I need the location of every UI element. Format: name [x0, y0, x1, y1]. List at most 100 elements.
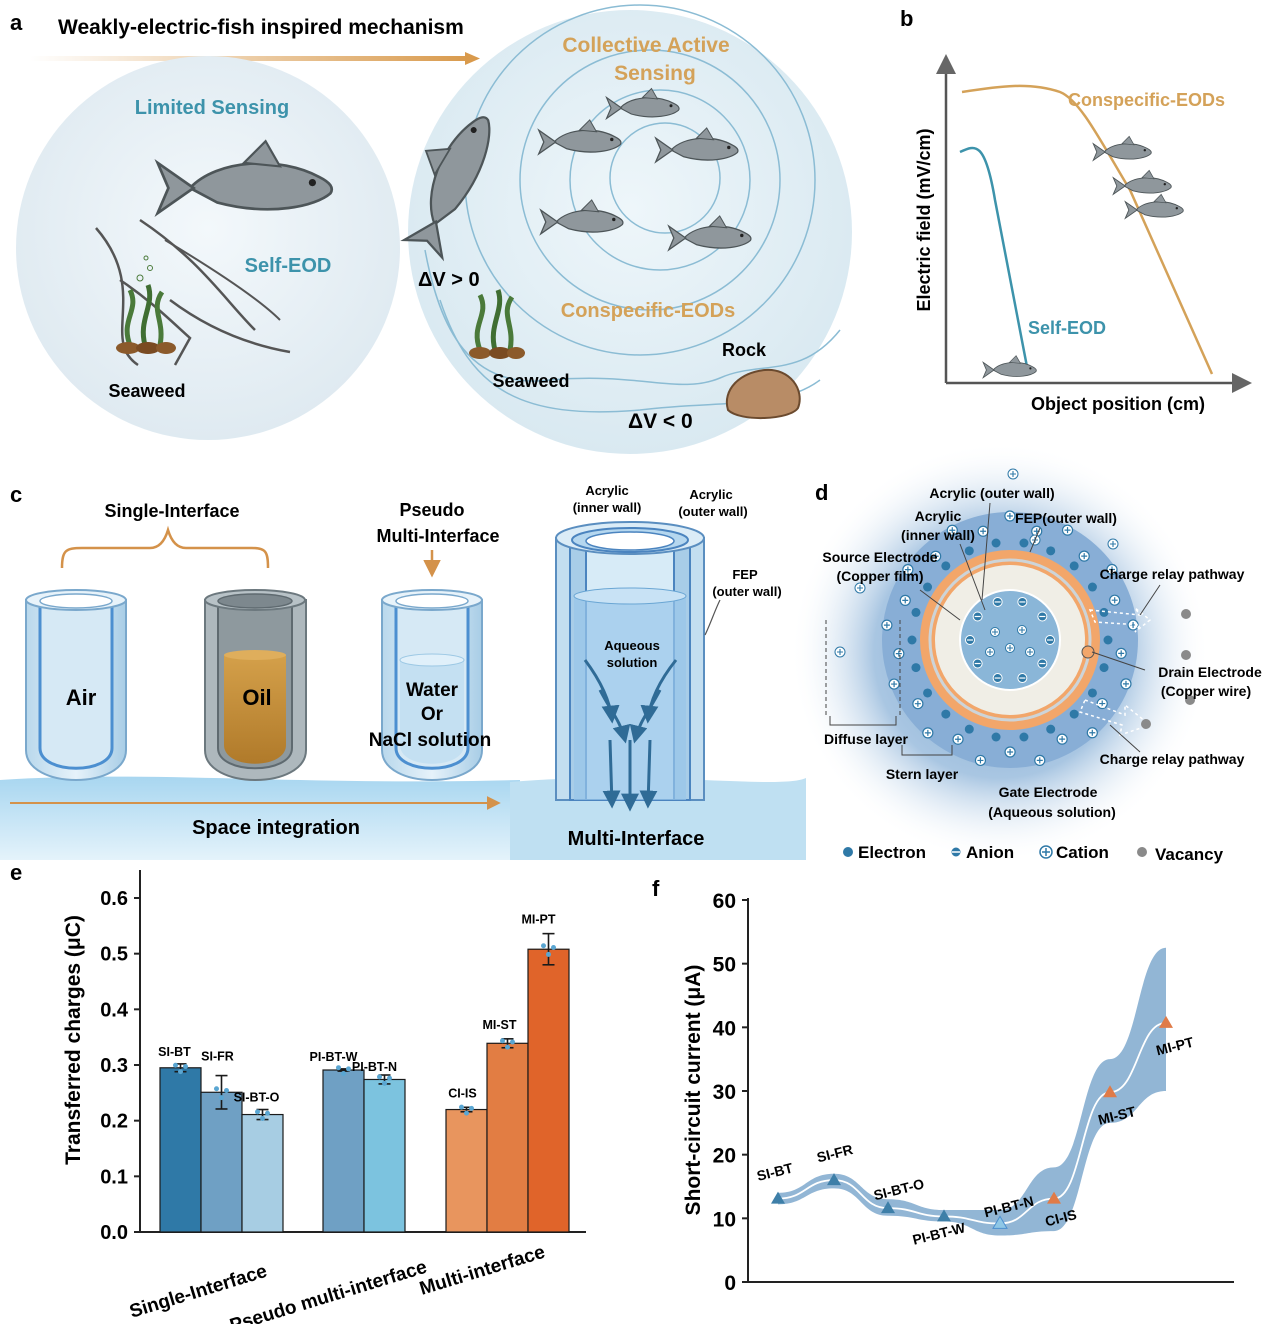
f-marker [1103, 1085, 1117, 1098]
d-particles [834, 468, 1139, 767]
electron-dot [964, 724, 974, 734]
field-line [164, 239, 281, 321]
panel-b: b Electric field (mV/cm) Object position… [900, 6, 1252, 414]
c-acrylic-inner-label-1: Acrylic [585, 483, 628, 498]
bar [486, 1042, 529, 1233]
field-line [139, 218, 256, 331]
bar-label: MI-ST [482, 1018, 516, 1032]
seaweed-icon [469, 289, 525, 359]
f-point-label: SI-FR [815, 1141, 854, 1165]
electron-dot [941, 709, 951, 719]
e-group-label-multi: Multi-interface [417, 1242, 547, 1300]
f-y-tick-label: 10 [713, 1208, 736, 1231]
bar-label: CI-IS [448, 1086, 476, 1100]
limited-sensing-circle [16, 56, 400, 440]
water-surface [0, 776, 520, 860]
fish-icon [982, 355, 1037, 379]
air-tube [25, 589, 127, 781]
electron-dot [923, 688, 933, 698]
f-point-label: CI-IS [1043, 1206, 1078, 1229]
electron-dot [911, 607, 921, 617]
rock-icon [725, 368, 801, 419]
cation-sign [1007, 749, 1014, 755]
panel-a: a Weakly-electric-fish inspired mechanis… [10, 4, 852, 454]
field-line [95, 227, 139, 367]
collective-sensing-label-2: Sensing [614, 62, 696, 85]
cation-sign [1099, 700, 1106, 707]
legend-cation-label: Cation [1056, 843, 1109, 862]
air-label: Air [66, 685, 97, 710]
f-point-label: SI-BT [755, 1159, 795, 1183]
bar-label: PI-BT-W [310, 1050, 358, 1064]
d-relay-arrow-bottom [1078, 699, 1152, 737]
d-drain-contact [1081, 645, 1095, 659]
b-conspecific-curve [961, 84, 1214, 375]
pseudo-label-1: Pseudo [399, 500, 464, 520]
data-point [224, 1087, 229, 1093]
panel-e: e Transferred charges (μC) 0.00.10.20.30… [10, 860, 586, 1324]
multi-interface-label: Multi-Interface [568, 828, 705, 850]
cation-sign [1111, 597, 1118, 604]
data-point [341, 1070, 346, 1076]
b-y-label: Electric field (mV/cm) [914, 128, 934, 311]
limited-sensing-label: Limited Sensing [135, 97, 289, 119]
electron-dot [1103, 635, 1113, 645]
d-drain-label-1: Drain Electrode [1158, 664, 1262, 680]
electron-dot [1087, 582, 1097, 592]
data-point [546, 951, 551, 957]
c-aqueous-label-2: solution [607, 655, 658, 670]
legend-electron-label: Electron [858, 843, 926, 862]
electron-dot [1069, 709, 1079, 719]
f-marker [771, 1191, 785, 1204]
data-point [387, 1075, 392, 1081]
data-point [255, 1109, 260, 1115]
data-point [469, 1105, 474, 1111]
data-point [459, 1104, 464, 1110]
cation-sign [977, 757, 984, 764]
b-x-label: Object position (cm) [1031, 394, 1205, 414]
bar-label: SI-FR [201, 1050, 234, 1064]
collective-sensing-circle [408, 10, 852, 454]
e-y-tick-label: 0.3 [100, 1055, 128, 1077]
conspecific-eods-label: Conspecific-EODs [561, 300, 735, 322]
d-vacancy [1181, 650, 1191, 660]
d-fep-outer-label: FEP(outer wall) [1015, 510, 1117, 526]
f-marker [992, 1215, 1008, 1229]
data-point [541, 943, 546, 949]
c-acrylic-outer-label-1: Acrylic [689, 487, 732, 502]
oil-tube [204, 589, 307, 781]
f-y-tick-label: 30 [713, 1081, 736, 1104]
f-y-tick-label: 20 [713, 1145, 736, 1168]
d-charge-relay-top-label: Charge relay pathway [1100, 566, 1245, 582]
b-self-eod-label: Self-EOD [1028, 318, 1106, 338]
f-marker [1159, 1015, 1173, 1028]
bar-label: PI-BT-N [352, 1060, 397, 1074]
self-eod-label: Self-EOD [245, 255, 332, 277]
d-drain-label-2: (Copper wire) [1161, 683, 1251, 699]
d-charge-relay-bottom-label: Charge relay pathway [1100, 751, 1245, 767]
cation-sign [1081, 553, 1088, 560]
d-inner-water [959, 589, 1061, 691]
cation-sign [1019, 627, 1025, 633]
f-marker [827, 1173, 841, 1186]
c-aqueous-label-1: Aqueous [604, 638, 660, 653]
panel-a-arrow [30, 56, 470, 61]
d-vacancy [1181, 609, 1191, 619]
c-fep-leader [704, 599, 721, 636]
data-point [183, 1064, 188, 1070]
cation-sign [837, 649, 843, 655]
legend-anion-label: Anion [966, 843, 1014, 862]
c-acrylic-outer-label-2: (outer wall) [678, 504, 747, 519]
cation-sign [1059, 736, 1066, 743]
bar [200, 1091, 243, 1233]
data-point [382, 1080, 387, 1086]
water-label-1: Water [406, 680, 459, 701]
data-point [551, 944, 556, 950]
data-point [173, 1062, 178, 1068]
bar [363, 1078, 406, 1233]
panel-c: c Single-Interface Air Oil Pseudo Multi-… [0, 482, 806, 860]
electron-dot [1099, 663, 1109, 673]
e-y-ticks: 0.00.10.20.30.40.50.6 [100, 888, 140, 1244]
electron-dot [1046, 546, 1056, 556]
